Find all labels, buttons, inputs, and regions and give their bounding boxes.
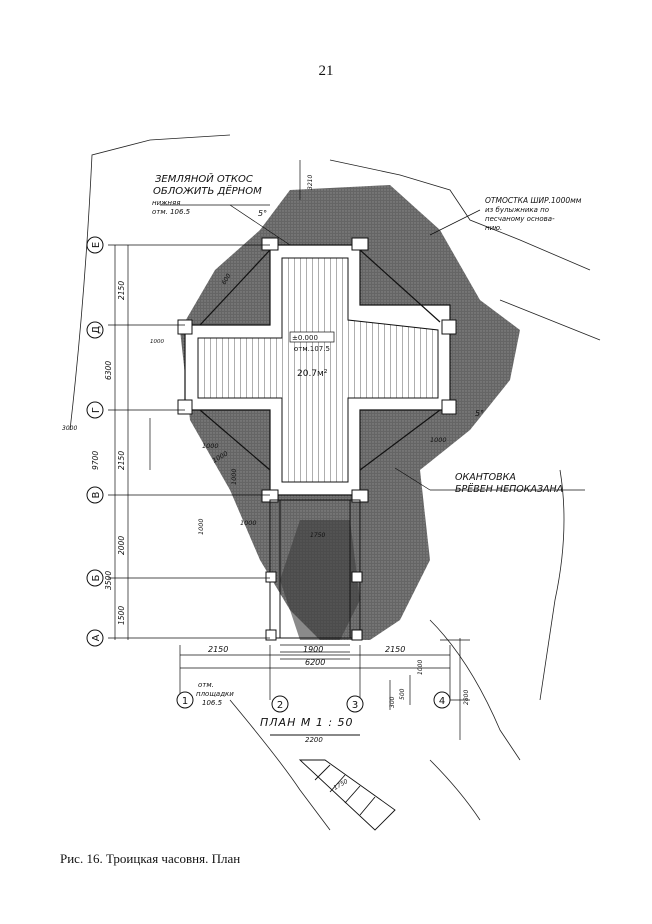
- dim-v-2150-mid: 2150: [117, 451, 126, 470]
- dim-1000-f: 1000: [430, 436, 447, 444]
- floor-elevation: отм.107.5: [294, 345, 330, 353]
- dim-1750-stair: 1750: [333, 778, 350, 792]
- dim-2150-right: 2150: [385, 645, 405, 654]
- platform-elev-line3: 106.5: [202, 699, 223, 707]
- dim-1000-a: 1000: [202, 442, 219, 450]
- dim-600: 600: [221, 272, 233, 286]
- dim-2150-left: 2150: [208, 645, 228, 654]
- axis-letter-v: В: [91, 491, 102, 498]
- axis-letters: Е Д Г В Б А: [86, 236, 104, 647]
- axis-letter-e: Е: [91, 242, 102, 248]
- dim-3210: 3210: [307, 175, 314, 190]
- dim-2800: 2800: [463, 690, 470, 705]
- blind-area-line4: нию.: [485, 224, 502, 232]
- slope-note-line2: ОБЛОЖИТЬ ДЁРНОМ: [153, 184, 262, 197]
- slope-5-left: 5°: [258, 209, 267, 218]
- annotations: ЗЕМЛЯНОЙ ОТКОС ОБЛОЖИТЬ ДЁРНОМ нижняя от…: [152, 172, 582, 729]
- slope-5-right: 5°: [475, 409, 484, 418]
- lower-elev-line1: нижняя: [152, 199, 180, 207]
- axis-letter-b: Б: [91, 574, 102, 581]
- blind-area-line1: ОТМОСТКА ШИР.1000мм: [485, 196, 582, 205]
- dim-6200: 6200: [305, 658, 325, 667]
- axis-number-4: 4: [439, 696, 445, 707]
- page-number: 21: [318, 63, 334, 79]
- dim-v-1500: 1500: [117, 606, 126, 625]
- slope-note-line1: ЗЕМЛЯНОЙ ОТКОС: [155, 172, 253, 185]
- dim-1000-e: 1000: [197, 518, 205, 535]
- floor-area: 20.7м²: [297, 369, 328, 379]
- axis-numbers: 1 2 3 4: [176, 691, 451, 713]
- dim-v-9700: 9700: [91, 451, 100, 470]
- axis-letter-d: Д: [91, 326, 102, 334]
- dim-1900: 1900: [303, 645, 323, 654]
- dim-v-2150-top: 2150: [117, 281, 126, 300]
- dim-1000-g: 1000: [150, 339, 164, 345]
- dim-v-6300: 6300: [104, 361, 113, 380]
- dim-3000: 3000: [62, 425, 77, 432]
- zero-mark: ±0.000: [292, 334, 318, 342]
- platform-elev-line2: площадки: [196, 690, 234, 698]
- axis-letter-a: А: [91, 634, 102, 641]
- dim-1000-h: 1000: [417, 660, 424, 675]
- terrain-lines: [69, 134, 601, 831]
- blind-area-line3: песчаному основа-: [485, 215, 555, 223]
- edging-line2: БРЁВЕН НЕПОКАЗАНА: [455, 484, 563, 495]
- blind-area-line2: из булыжника по: [485, 206, 549, 214]
- dimension-lines: [108, 160, 470, 740]
- axis-number-1: 1: [182, 696, 188, 707]
- platform-elev-line1: отм.: [198, 681, 214, 689]
- lower-elev-line2: отм. 106.5: [152, 208, 191, 216]
- dim-300: 300: [389, 696, 396, 708]
- figure-caption: Рис. 16. Троицкая часовня. План: [60, 851, 241, 866]
- dim-v-2000: 2000: [117, 536, 126, 555]
- axis-letter-g: Г: [91, 407, 102, 413]
- dim-v-3500: 3500: [104, 571, 113, 590]
- axis-number-3: 3: [352, 700, 358, 711]
- dim-1750: 1750: [310, 532, 325, 539]
- dim-2200: 2200: [305, 736, 323, 744]
- plan-title: ПЛАН М 1 : 50: [260, 716, 354, 729]
- edging-line1: ОКАНТОВКА: [455, 472, 516, 483]
- dimension-texts: 2150 1900 2150 6200 2200 2150 6300 9700 …: [62, 175, 470, 792]
- dim-1000-c: 1000: [230, 468, 238, 485]
- floor-plan: [177, 237, 457, 660]
- axis-number-2: 2: [277, 700, 283, 711]
- dim-1000-d: 1000: [240, 519, 257, 527]
- stair-path: [270, 734, 396, 831]
- leader-lines: [160, 204, 585, 491]
- dim-500: 500: [399, 688, 406, 700]
